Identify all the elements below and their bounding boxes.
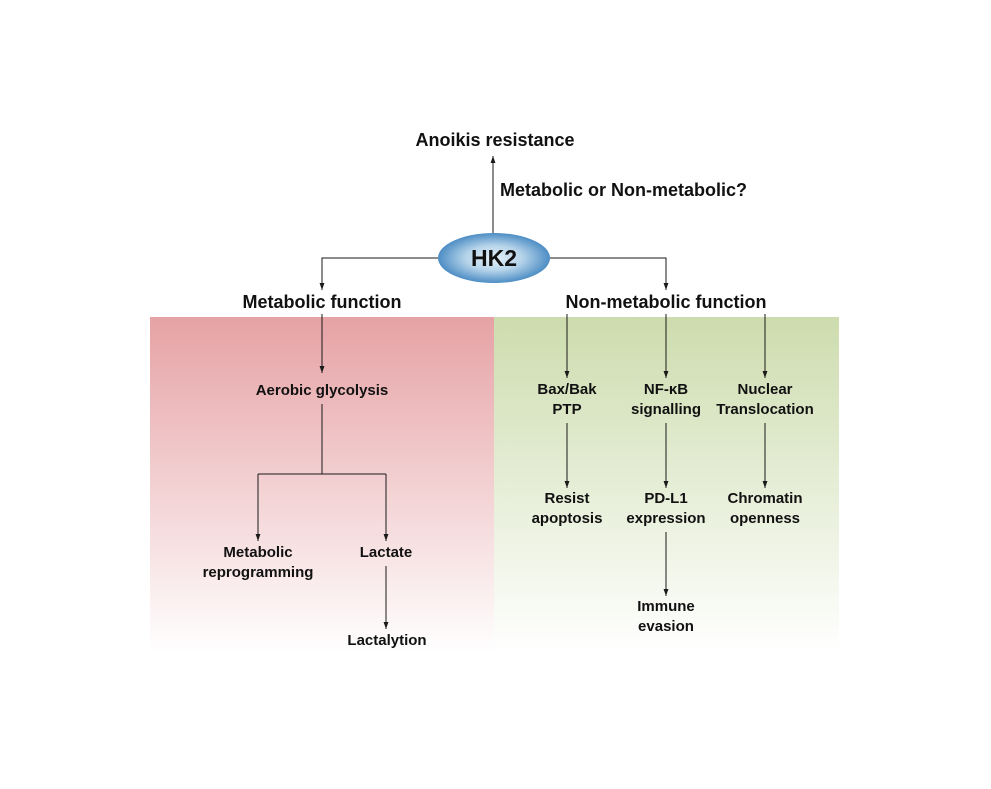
arrow-hk2-to-non-metabolic-function — [550, 257, 669, 290]
pdl1-expression-line-1: PD-L1 — [644, 490, 688, 507]
nuclear-translocation-line-2: Translocation — [716, 400, 814, 418]
metabolic-reprogramming-line-1: Metabolic — [223, 544, 293, 561]
immune-evasion-line-2: evasion — [638, 617, 694, 635]
resist-apoptosis-line-2: apoptosis — [531, 509, 603, 527]
non-metabolic-function-heading: Non-metabolic function — [565, 292, 767, 312]
pdl1-expression-line-2: expression — [626, 509, 706, 527]
bax-bak-ptp-node: Bax/Bak PTP — [537, 380, 596, 419]
bax-bak-ptp-line-2: PTP — [552, 400, 582, 418]
nuclear-translocation-line-1: Nuclear — [737, 381, 793, 398]
anoikis-resistance-label: Anoikis resistance — [415, 130, 575, 150]
metabolic-reprogramming-line-2: reprogramming — [202, 563, 314, 581]
aerobic-glycolysis-node: Aerobic glycolysis — [255, 382, 389, 399]
chromatin-openness-node: Chromatin openness — [728, 489, 803, 528]
immune-evasion-line-1: Immune — [637, 598, 695, 615]
immune-evasion-node: Immune evasion — [637, 597, 695, 636]
arrow-hk2-to-metabolic-function — [319, 257, 438, 290]
nfkb-signalling-line-1: NF-κB — [643, 381, 689, 398]
hk2-label: HK2 — [470, 245, 518, 271]
nuclear-translocation-node: Nuclear Translocation — [716, 380, 814, 419]
metabolic-function-heading: Metabolic function — [242, 292, 402, 312]
hk2-node — [438, 233, 550, 283]
resist-apoptosis-node: Resist apoptosis — [532, 489, 603, 528]
metabolic-question-label: Metabolic or Non-metabolic? — [500, 180, 748, 200]
metabolic-reprogramming-node: Metabolic reprogramming — [203, 543, 314, 582]
pdl1-expression-node: PD-L1 expression — [626, 489, 705, 528]
nfkb-signalling-line-2: signalling — [630, 400, 702, 418]
chromatin-openness-line-1: Chromatin — [727, 490, 803, 507]
chromatin-openness-line-2: openness — [729, 509, 801, 527]
nfkb-signalling-node: NF-κB signalling — [631, 380, 701, 419]
bax-bak-ptp-line-1: Bax/Bak — [537, 381, 597, 398]
lactylation-node: Lactalytion — [347, 632, 427, 649]
lactate-node: Lactate — [359, 544, 413, 561]
resist-apoptosis-line-1: Resist — [544, 490, 590, 507]
